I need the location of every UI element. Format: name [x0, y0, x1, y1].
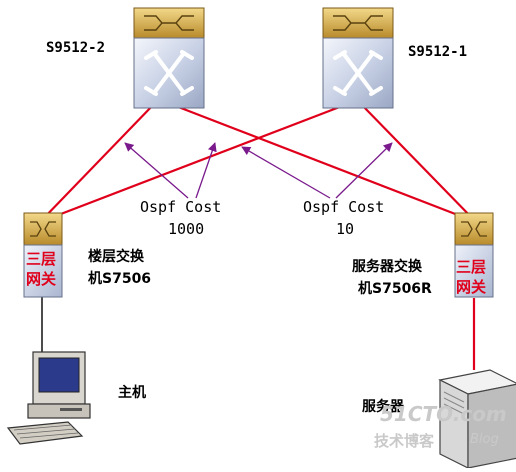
link-floor-to-s9512-2: [39, 102, 156, 223]
floor-switch-name-line1: 楼层交换: [88, 249, 144, 265]
floor-gateway-label-line2: 网关: [26, 270, 57, 288]
floor-switch-name-line2: 机S7506: [88, 271, 152, 287]
s9512-2-label: S9512-2: [46, 40, 106, 56]
core-switch-s9512-1: [322, 7, 394, 109]
server-label: 服务器: [362, 399, 404, 415]
ospf-cost-1000-label: Ospf Cost: [140, 198, 222, 216]
host-computer-icon: [6, 351, 91, 445]
watermark-blog: Blog: [470, 432, 499, 447]
link-server-to-s9512-2: [167, 101, 477, 224]
floor-switch-device: [23, 212, 63, 298]
server-tower-icon: [438, 369, 516, 469]
host-label: 主机: [118, 385, 146, 401]
watermark-sub: 技术博客: [374, 432, 435, 450]
s9512-1-label: S9512-1: [408, 44, 468, 60]
link-server-to-s9512-1: [359, 102, 477, 223]
watermark-site: 51CTO.com: [380, 402, 507, 426]
ospf-cost-1000-value: 1000: [168, 220, 205, 238]
ospf-arrows: [124, 142, 393, 199]
server-switch-name-line2: 机S7506R: [358, 281, 432, 297]
ospf-cost-10-label: Ospf Cost: [303, 198, 385, 216]
switch-arrows-icon: [144, 50, 194, 96]
core-switch-s9512-2: [133, 7, 205, 109]
network-links: [39, 101, 477, 370]
floor-gateway-label-line1: 三层: [26, 250, 57, 268]
ospf-arrow-10-left: [241, 146, 331, 199]
link-floor-to-s9512-1: [39, 101, 351, 224]
ospf-cost-10-value: 10: [336, 220, 355, 238]
ospf-arrow-1000-left: [124, 142, 189, 199]
server-gateway-label-line1: 三层: [456, 258, 487, 276]
switch-arrows-icon: [333, 50, 383, 96]
server-switch-name-line1: 服务器交换: [352, 259, 422, 275]
server-switch-device: [454, 212, 494, 298]
ospf-arrow-1000-right: [195, 142, 217, 199]
ospf-arrow-10-right: [335, 142, 393, 199]
server-gateway-label-line2: 网关: [456, 278, 487, 296]
